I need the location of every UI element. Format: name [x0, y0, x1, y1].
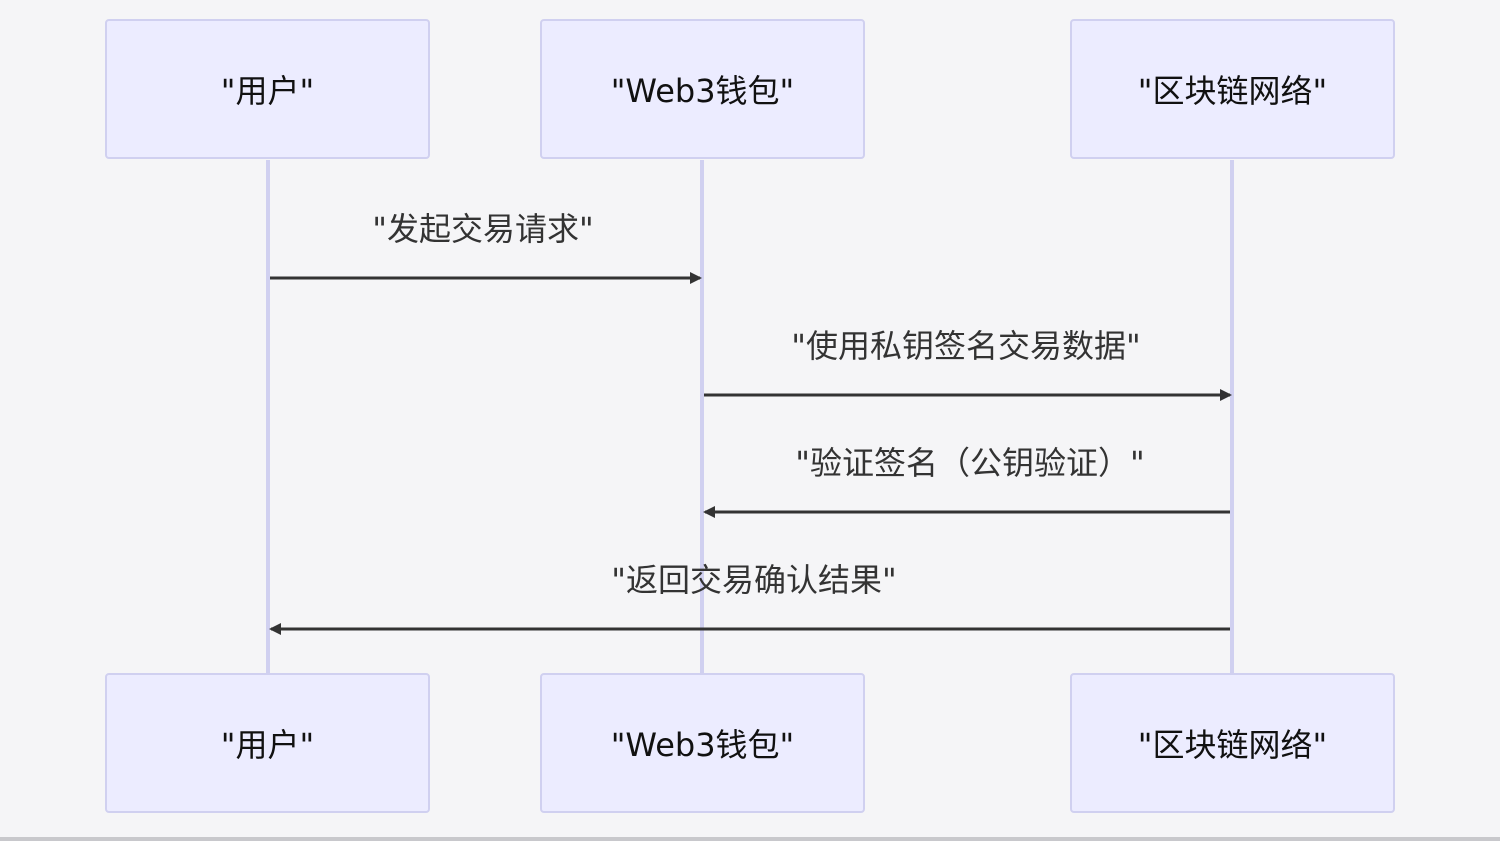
participant-label: "区块链网络" [1137, 726, 1328, 764]
participant-wallet-bottom: "Web3钱包" [540, 673, 865, 813]
participant-label: "Web3钱包" [610, 72, 795, 110]
participant-label: "Web3钱包" [610, 726, 795, 764]
message-label-2: "使用私钥签名交易数据" [791, 327, 1141, 365]
participant-label: "用户" [220, 726, 315, 764]
participant-blockchain-bottom: "区块链网络" [1070, 673, 1395, 813]
participant-wallet-top: "Web3钱包" [540, 19, 865, 159]
message-label-4: "返回交易确认结果" [611, 561, 897, 599]
participant-user-bottom: "用户" [105, 673, 430, 813]
participant-blockchain-top: "区块链网络" [1070, 19, 1395, 159]
message-label-3: "验证签名（公钥验证）" [795, 444, 1145, 482]
message-label-1: "发起交易请求" [372, 210, 594, 248]
participant-label: "区块链网络" [1137, 72, 1328, 110]
participant-user-top: "用户" [105, 19, 430, 159]
bottom-border [0, 837, 1500, 841]
participant-label: "用户" [220, 72, 315, 110]
